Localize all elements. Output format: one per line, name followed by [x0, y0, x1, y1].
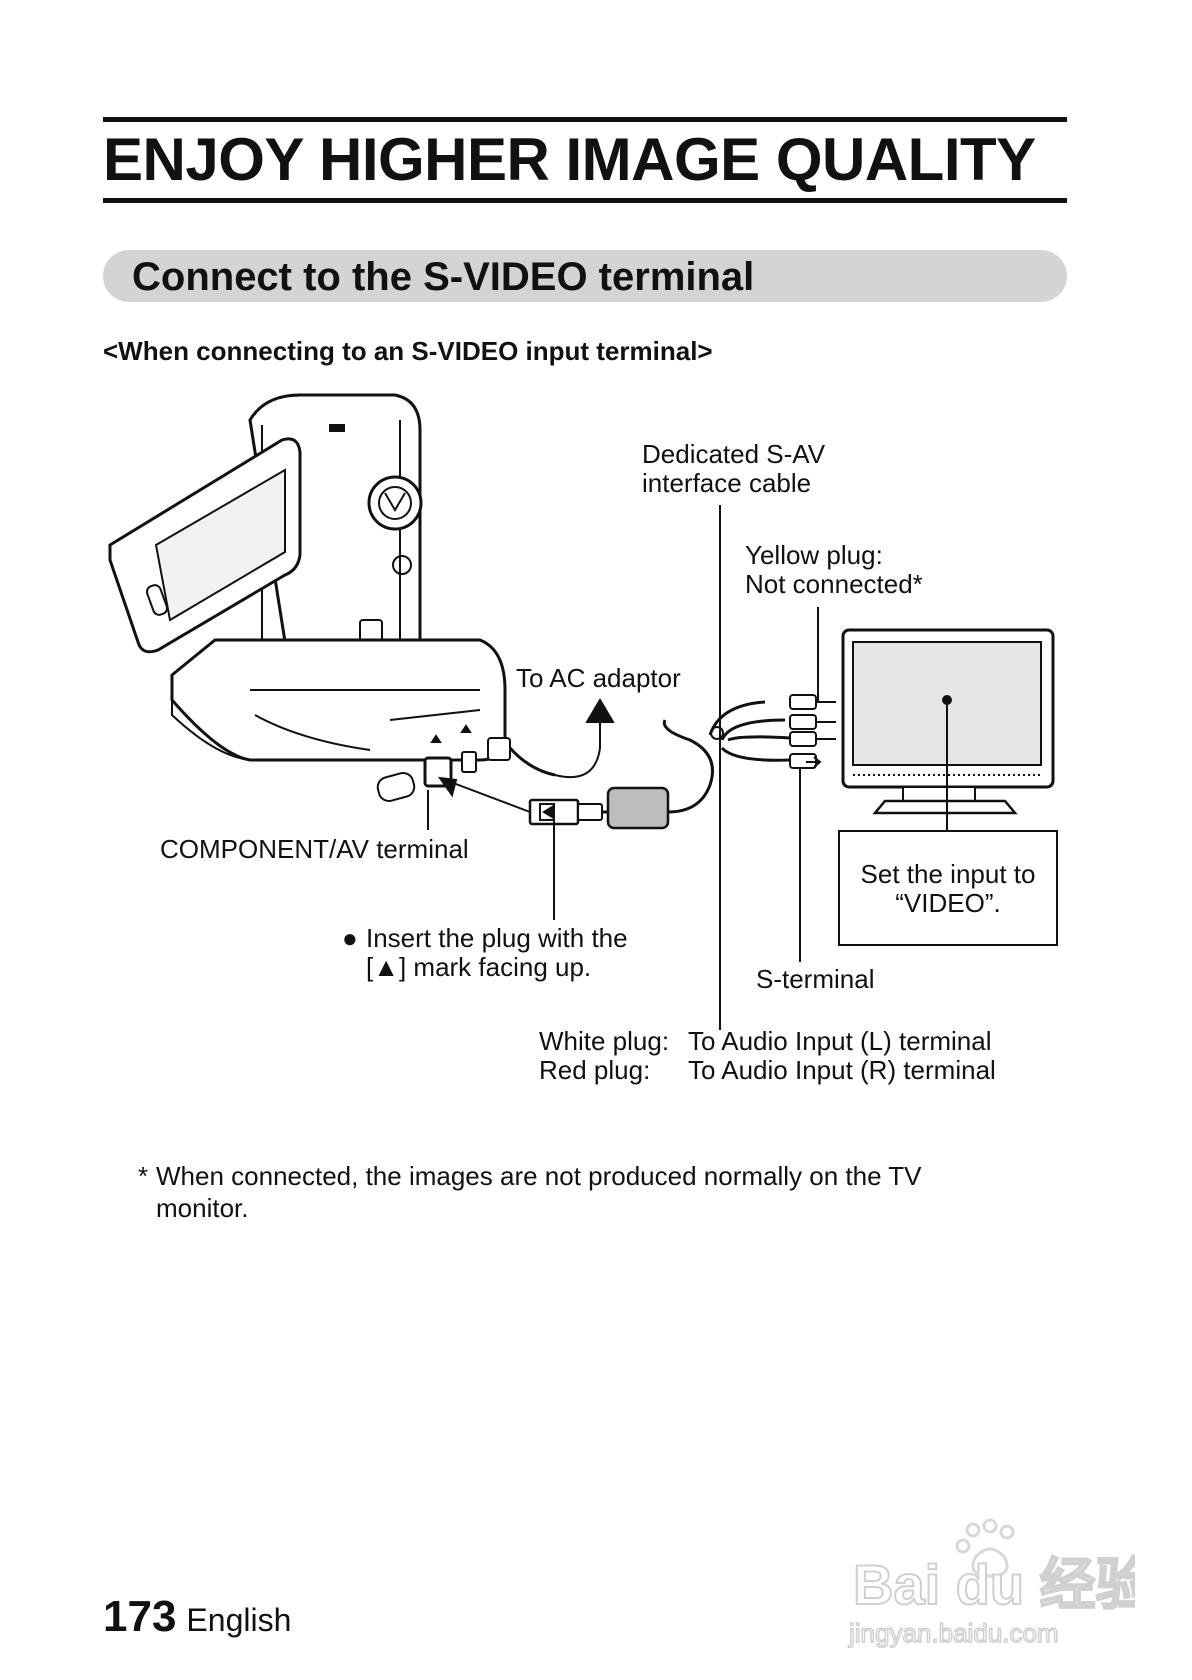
yellow-plug-line1: Yellow plug: [745, 540, 883, 570]
insert-line2: [▲] mark facing up. [366, 952, 592, 982]
title-rule-top [103, 117, 1067, 122]
footnote-text: When connected, the images are not produ… [156, 1161, 922, 1223]
page-language: English [186, 1602, 292, 1638]
ac-adaptor-label: To AC adaptor [516, 663, 681, 693]
connection-diagram [108, 393, 1055, 1030]
cable-label-line2: interface cable [642, 468, 812, 498]
av-cable-illustration [437, 694, 836, 830]
insert-bullet: ● [342, 923, 358, 953]
footnote: * When connected, the images are not pro… [138, 1160, 1018, 1224]
input-box-line1: Set the input to [860, 859, 1036, 889]
footnote-marker: * [138, 1161, 149, 1191]
white-plug-label: White plug: [539, 1026, 670, 1056]
input-instruction-box: Set the input to “VIDEO”. [838, 830, 1058, 946]
section-title: Connect to the S-VIDEO terminal [132, 255, 755, 299]
page-title: ENJOY HIGHER IMAGE QUALITY [103, 126, 1036, 193]
subheading: <When connecting to an S-VIDEO input ter… [103, 336, 713, 366]
input-box-line2: “VIDEO”. [895, 888, 1001, 918]
baidu-watermark-logo: Bai du 经验 jingyan.baidu.com [847, 1518, 1135, 1648]
yellow-plug-line2: Not connected* [745, 569, 923, 599]
page-number: 173 [103, 1592, 177, 1641]
cable-label-line1: Dedicated S-AV [642, 439, 826, 469]
red-plug-text: To Audio Input (R) terminal [688, 1055, 996, 1085]
watermark-logo-text: Bai du 经验 [853, 1553, 1135, 1616]
red-plug-label: Red plug: [539, 1055, 651, 1085]
component-terminal-label: COMPONENT/AV terminal [160, 834, 469, 864]
section-header-bar [103, 250, 1067, 302]
watermark-url: jingyan.baidu.com [848, 1618, 1059, 1648]
camcorder-illustration [108, 393, 615, 803]
title-rule-bottom [103, 198, 1067, 203]
insert-line1: Insert the plug with the [366, 923, 628, 953]
leader-lines [427, 505, 952, 1030]
s-terminal-label: S-terminal [756, 964, 875, 994]
white-plug-text: To Audio Input (L) terminal [688, 1026, 992, 1056]
